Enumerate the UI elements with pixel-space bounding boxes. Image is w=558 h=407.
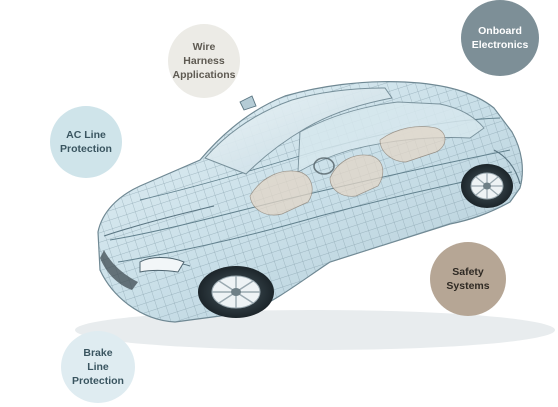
onboard-electronics-bubble: Onboard Electronics bbox=[461, 0, 539, 76]
safety-systems-bubble: Safety Systems bbox=[430, 242, 506, 316]
ac-line-protection-bubble: AC Line Protection bbox=[50, 106, 122, 178]
brake-line-protection-bubble: Brake Line Protection bbox=[61, 331, 135, 403]
wire-harness-applications-bubble: Wire Harness Applications bbox=[168, 24, 240, 98]
safety-systems-label: Safety Systems bbox=[446, 265, 490, 292]
onboard-electronics-label: Onboard Electronics bbox=[471, 24, 529, 51]
brake-line-protection-label: Brake Line Protection bbox=[72, 346, 124, 388]
wire-harness-applications-label: Wire Harness Applications bbox=[172, 40, 236, 82]
ac-line-protection-label: AC Line Protection bbox=[60, 128, 112, 155]
